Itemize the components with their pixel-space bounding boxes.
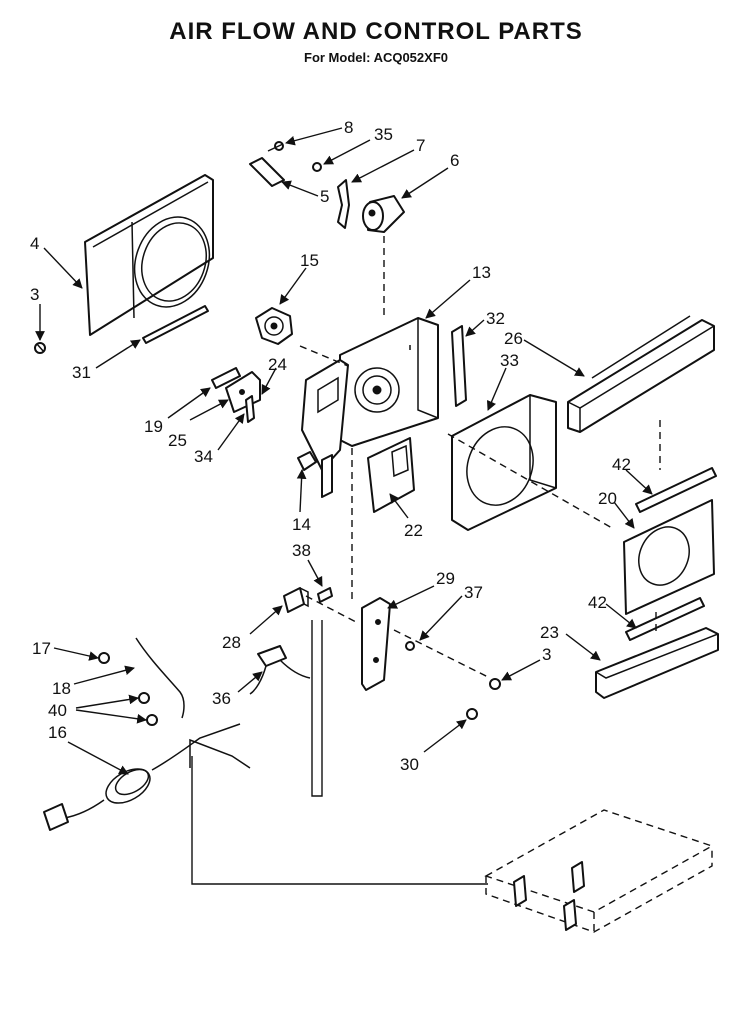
callout-26: 26 bbox=[504, 329, 523, 348]
screw-part-40b bbox=[146, 714, 158, 726]
callout-28: 28 bbox=[222, 633, 241, 652]
switch-part-28 bbox=[283, 587, 309, 613]
callout-8: 8 bbox=[344, 118, 353, 137]
callout-23: 23 bbox=[540, 623, 559, 642]
model-subtitle: For Model: ACQ052XF0 bbox=[304, 50, 448, 65]
callout-25: 25 bbox=[168, 431, 187, 450]
motor-mount-part-13 bbox=[301, 317, 439, 498]
rear-panel-part-20 bbox=[623, 499, 715, 615]
clip-part-38 bbox=[317, 587, 333, 603]
tray-part-23 bbox=[595, 627, 719, 699]
callout-18: 18 bbox=[52, 679, 71, 698]
callout-15: 15 bbox=[300, 251, 319, 270]
bracket-part-5 bbox=[249, 157, 285, 187]
scroll-housing-part-33 bbox=[451, 394, 557, 531]
screw-part-40a bbox=[138, 692, 150, 704]
air-duct-part-26 bbox=[567, 315, 715, 433]
callout-labels: 8 35 7 6 5 4 3 31 15 13 32 26 33 24 19 2… bbox=[30, 118, 631, 774]
callout-37: 37 bbox=[464, 583, 483, 602]
callout-24: 24 bbox=[268, 355, 287, 374]
callout-4: 4 bbox=[30, 234, 39, 253]
callout-5: 5 bbox=[320, 187, 329, 206]
callout-22: 22 bbox=[404, 521, 423, 540]
callout-3a: 3 bbox=[30, 285, 39, 304]
base-pan bbox=[484, 809, 714, 933]
callout-leaders bbox=[35, 127, 653, 775]
callout-6: 6 bbox=[450, 151, 459, 170]
assembly-guide-lines bbox=[191, 236, 661, 885]
callout-35: 35 bbox=[374, 125, 393, 144]
capacitor-part-6 bbox=[362, 195, 405, 233]
callout-30: 30 bbox=[400, 755, 419, 774]
knob-part-14 bbox=[297, 451, 317, 471]
callout-17: 17 bbox=[32, 639, 51, 658]
callout-20: 20 bbox=[598, 489, 617, 508]
callout-3b: 3 bbox=[542, 645, 551, 664]
strip-part-32 bbox=[451, 325, 467, 407]
fan-blade-part-15 bbox=[255, 307, 293, 345]
ground-wire-part-18 bbox=[135, 637, 185, 719]
screw-part-3a bbox=[34, 342, 46, 354]
callout-34: 34 bbox=[194, 447, 213, 466]
callout-42b: 42 bbox=[588, 593, 607, 612]
strip-part-42a bbox=[635, 467, 717, 513]
screw-part-35 bbox=[312, 162, 322, 172]
page-title: AIR FLOW AND CONTROL PARTS bbox=[169, 18, 583, 45]
power-cord-part-16 bbox=[43, 723, 251, 831]
callout-7: 7 bbox=[416, 136, 425, 155]
callout-16: 16 bbox=[48, 723, 67, 742]
screw-part-37 bbox=[405, 641, 415, 651]
screw-part-8 bbox=[267, 141, 284, 152]
screw-part-17 bbox=[98, 652, 110, 664]
callout-13: 13 bbox=[472, 263, 491, 282]
callout-36: 36 bbox=[212, 689, 231, 708]
callout-40: 40 bbox=[48, 701, 67, 720]
strip-part-42b bbox=[625, 597, 705, 641]
thermostat-part-36 bbox=[249, 645, 311, 695]
callout-33: 33 bbox=[500, 351, 519, 370]
strip-part-31 bbox=[142, 305, 209, 344]
callout-42a: 42 bbox=[612, 455, 631, 474]
callout-38: 38 bbox=[292, 541, 311, 560]
callout-29: 29 bbox=[436, 569, 455, 588]
clamp-part-7 bbox=[337, 179, 350, 229]
callout-19: 19 bbox=[144, 417, 163, 436]
control-plate-part-22 bbox=[367, 437, 415, 513]
clip-part-34 bbox=[245, 395, 255, 423]
screw-part-3b bbox=[489, 678, 501, 690]
screw-part-30 bbox=[466, 708, 478, 720]
front-panel-part-4 bbox=[84, 174, 214, 336]
control-bracket-part-29 bbox=[361, 597, 391, 691]
plate-part-19 bbox=[211, 367, 241, 389]
callout-14: 14 bbox=[292, 515, 311, 534]
callout-32: 32 bbox=[486, 309, 505, 328]
callout-31: 31 bbox=[72, 363, 91, 382]
